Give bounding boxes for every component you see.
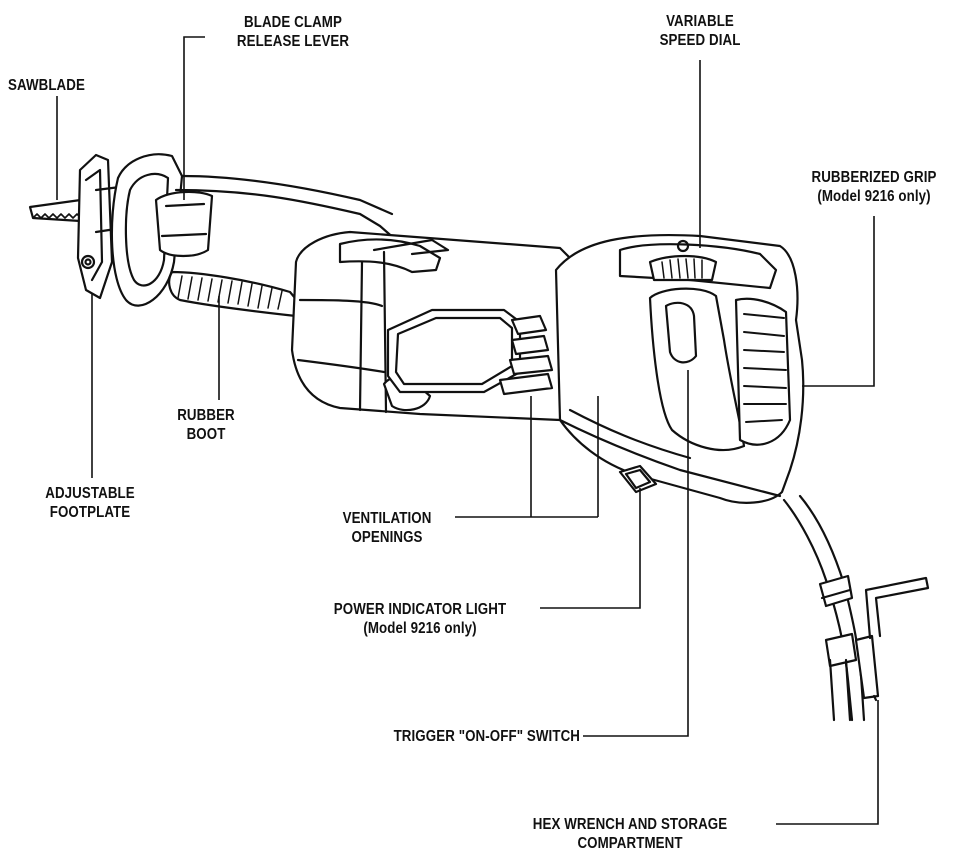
- label-variable-speed-dial: VARIABLE SPEED DIAL: [659, 13, 741, 49]
- label-rubberized-grip: RUBBERIZED GRIP (Model 9216 only): [811, 169, 937, 205]
- label-power-indicator-light: POWER INDICATOR LIGHT (Model 9216 only): [333, 601, 507, 637]
- hex-wrench-leader: [776, 700, 879, 825]
- rubber-boot-part: [168, 270, 302, 318]
- blade-clamp-leader: [183, 36, 205, 200]
- barrel-top: [174, 188, 402, 272]
- rear-handle: [554, 233, 805, 504]
- label-trigger-switch: TRIGGER "ON-OFF" SWITCH: [393, 728, 580, 745]
- rubberized-grip-leader: [802, 216, 875, 387]
- power-cord: [782, 494, 866, 722]
- label-hex-wrench-storage: HEX WRENCH AND STORAGE COMPARTMENT: [532, 816, 728, 852]
- label-sawblade: SAWBLADE: [8, 77, 85, 94]
- label-rubber-boot: RUBBER BOOT: [177, 407, 235, 443]
- label-adjustable-footplate: ADJUSTABLE FOOTPLATE: [45, 485, 135, 521]
- front-collar: [110, 153, 184, 307]
- hex-wrench-part: [854, 576, 930, 702]
- ventilation-leader: [455, 396, 599, 518]
- blade-clamp-lever: [154, 190, 214, 258]
- power-light-leader: [540, 488, 641, 609]
- label-ventilation-openings: VENTILATION OPENINGS: [342, 510, 432, 546]
- trigger-leader: [583, 370, 689, 737]
- footplate-part: [76, 153, 124, 300]
- leader-lines: [56, 36, 879, 825]
- label-blade-clamp-release-lever: BLADE CLAMP RELEASE LEVER: [236, 14, 350, 50]
